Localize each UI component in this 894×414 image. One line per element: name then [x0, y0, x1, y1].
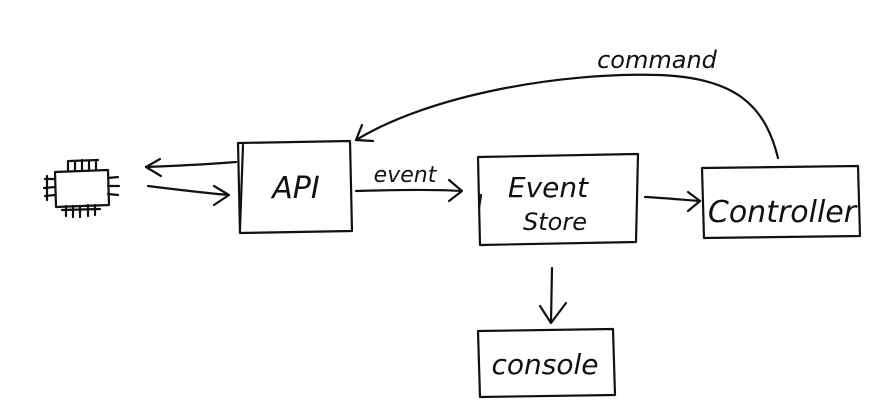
arrow-store-to-controller [643, 195, 702, 203]
event-edge-label: event [374, 163, 438, 188]
edge-controller-to-api: command [354, 46, 780, 160]
console-box [476, 327, 617, 399]
arrow-controller-to-api [354, 73, 780, 160]
arrowhead-store [447, 178, 464, 203]
controller-label: Controller [708, 195, 858, 230]
edge-api-to-store: event [354, 163, 464, 203]
arrow-api-to-store [354, 188, 463, 193]
event-store-node: Event Store [476, 152, 640, 247]
api-node: API [236, 139, 354, 235]
event-store-label-line2: Store [523, 208, 587, 236]
arrowhead-controller [686, 190, 702, 213]
edge-store-to-console [538, 266, 568, 325]
controller-box [700, 164, 862, 240]
arrow-device-to-api [146, 184, 231, 197]
console-label: console [492, 348, 599, 381]
arrowhead-api [354, 123, 375, 143]
arrowhead-right [212, 184, 231, 207]
edge-store-to-controller [643, 190, 702, 213]
device-api-arrows [144, 157, 238, 207]
microchip-icon [42, 158, 121, 219]
event-store-label-line1: Event [508, 171, 589, 204]
console-node: console [476, 327, 617, 399]
event-store-box [476, 152, 640, 247]
api-label: API [270, 171, 320, 206]
api-box [236, 139, 354, 235]
arrow-store-to-console [549, 266, 554, 324]
arrowhead-left [144, 157, 163, 178]
controller-node: Controller [700, 164, 862, 240]
arrow-api-to-device [144, 160, 238, 169]
arrowhead-console [538, 301, 568, 325]
command-edge-label: command [597, 46, 718, 74]
